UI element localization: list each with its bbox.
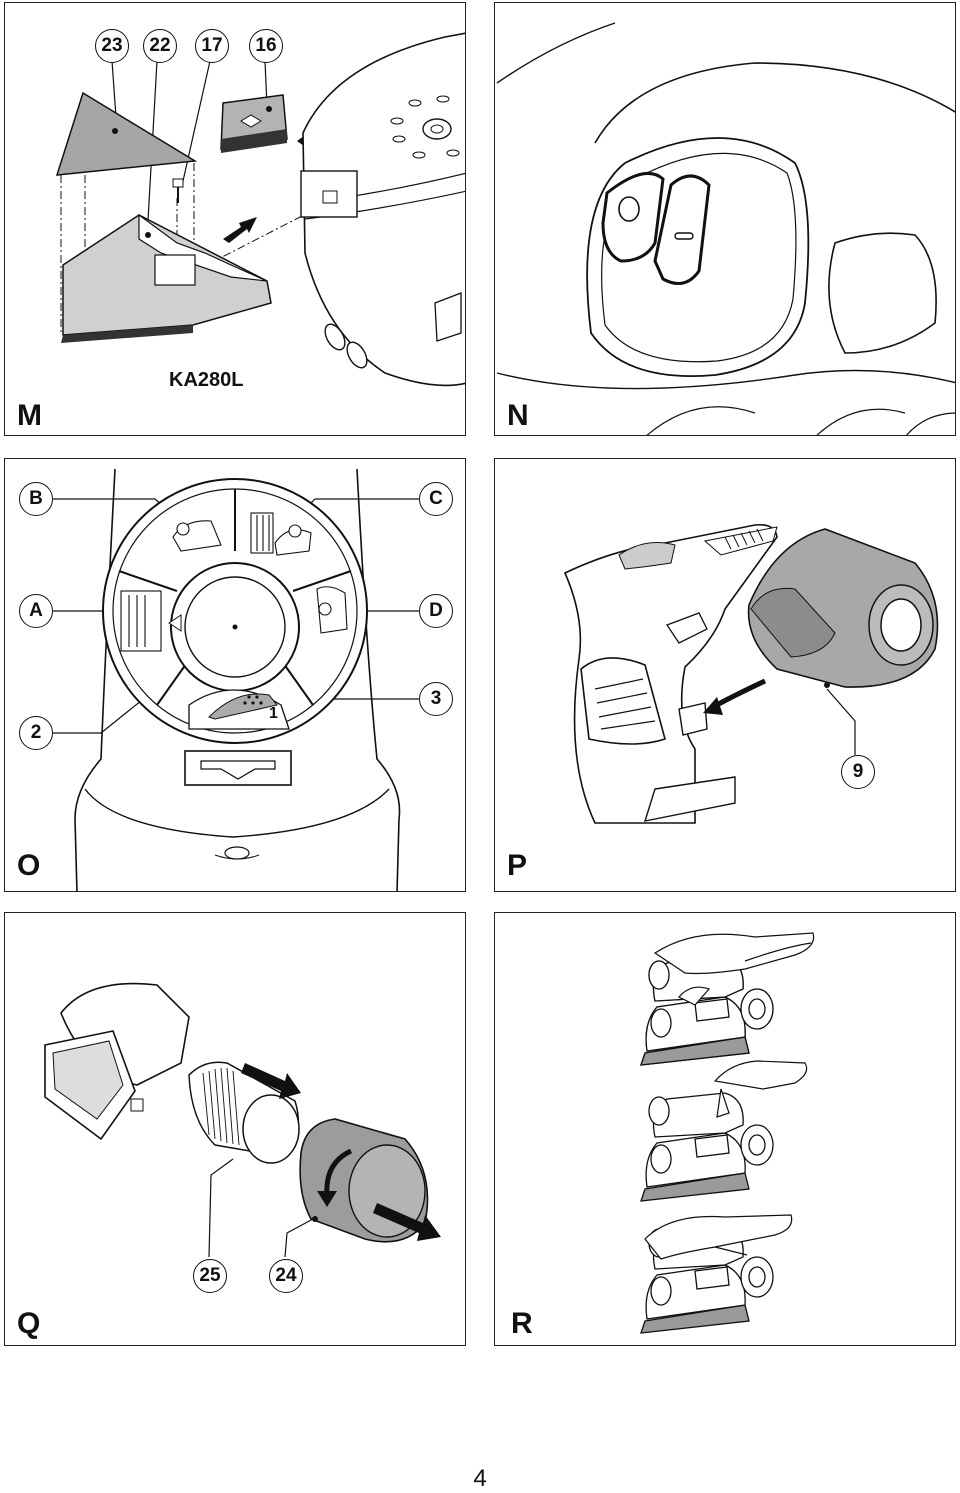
sander-grip-positions-illustration: [640, 932, 815, 1334]
storage-case-illustration: [53, 468, 419, 891]
callout-25: 25: [193, 1259, 227, 1293]
panel-n: N: [494, 2, 956, 436]
sander-switch-closeup-illustration: [496, 22, 955, 435]
panel-q: 25 24 Q: [4, 912, 466, 1346]
callout-d: D: [419, 594, 453, 628]
callout-24: 24: [269, 1259, 303, 1293]
callout-17: 17: [195, 29, 229, 63]
panel-o: B C A D 2 3 1 O: [4, 458, 466, 892]
callout-16: 16: [249, 29, 283, 63]
panel-label-q: Q: [17, 1307, 41, 1340]
callout-3: 3: [419, 682, 453, 716]
panel-label-o: O: [17, 849, 41, 882]
panel-label-r: R: [511, 1307, 533, 1340]
callout-9: 9: [841, 755, 875, 789]
panel-label-n: N: [507, 399, 529, 432]
model-label: KA280L: [169, 369, 244, 391]
callout-2: 2: [19, 716, 53, 750]
panel-label-m: M: [17, 399, 42, 432]
panel-m: 23 22 17 16 KA280L M: [4, 2, 466, 436]
callout-22: 22: [143, 29, 177, 63]
panel-label-p: P: [507, 849, 528, 882]
panel-r: R: [494, 912, 956, 1346]
callout-a: A: [19, 594, 53, 628]
callout-c: C: [419, 482, 453, 516]
sander-base-plate-illustration: [55, 32, 465, 387]
callout-23: 23: [95, 29, 129, 63]
dial-mark: 1: [269, 705, 278, 722]
filter-disassembly-illustration: [44, 982, 441, 1258]
dust-box-attach-illustration: [563, 523, 939, 824]
callout-b: B: [19, 482, 53, 516]
page-number: 4: [473, 1465, 487, 1492]
panel-p: 9 P: [494, 458, 956, 892]
